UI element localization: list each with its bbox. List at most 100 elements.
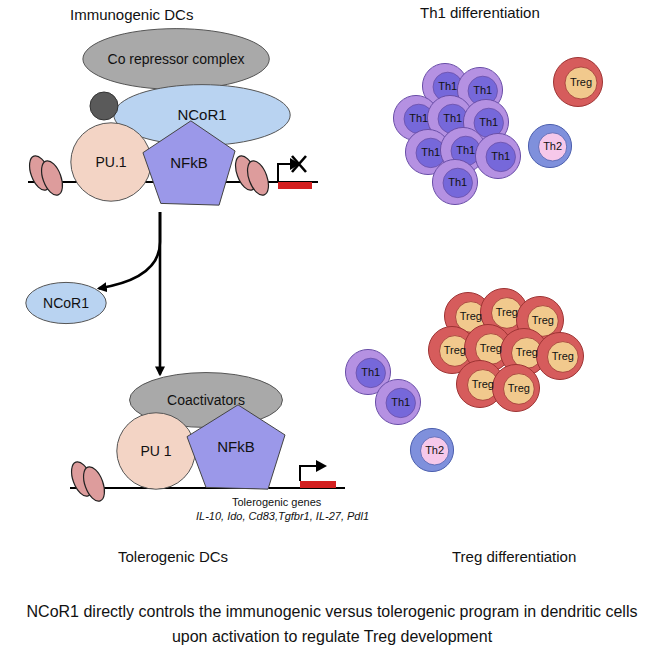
- cell-nucleus: [421, 437, 449, 465]
- panel-title: Immunogenic DCs: [70, 6, 193, 23]
- node-text: Th1: [443, 112, 462, 125]
- cell-nucleus: [539, 133, 567, 161]
- node-label: Coactivators: [167, 392, 245, 408]
- gene-list: IL-10, Ido, Cd83,Tgfbr1, IL-27, Pdl1: [196, 510, 369, 522]
- t-cell: Th1: [432, 159, 478, 205]
- corepressor-complex: Co repressor complex: [81, 28, 271, 90]
- node-text: Treg: [552, 350, 574, 363]
- pentagon-shape: [187, 405, 285, 489]
- node-text: Co repressor complex: [108, 51, 245, 67]
- node-text: Th1: [391, 396, 410, 409]
- t-cell: Treg: [492, 364, 540, 412]
- node-text: Th1: [491, 150, 510, 163]
- cell-nucleus: [443, 168, 472, 197]
- cell-body: [375, 379, 420, 424]
- node-text: NCoR1: [43, 295, 89, 311]
- cell-body: [528, 124, 571, 167]
- node-text: Treg: [480, 342, 502, 355]
- t-cell: Treg: [536, 332, 584, 380]
- node-label: Th1: [409, 112, 428, 125]
- node-label: Th1: [491, 150, 510, 163]
- node-label: Treg: [480, 342, 502, 355]
- figure-caption: NCoR1 directly controls the immunogenic …: [8, 600, 656, 650]
- cell-body: [475, 133, 520, 178]
- panel-title: Tolerogenic DCs: [118, 548, 228, 565]
- nfkb-factor: NFkB: [186, 404, 286, 490]
- node-text: Treg: [532, 314, 554, 327]
- node-text: Th1: [421, 146, 440, 159]
- nucleosome: [67, 459, 108, 504]
- node-label: PU.1: [95, 154, 126, 170]
- node-label: Th1: [456, 144, 475, 157]
- node-label: NFkB: [217, 438, 255, 455]
- node-label: Th1: [473, 84, 492, 97]
- node-label: Th1: [479, 116, 498, 129]
- node-label: Th1: [443, 112, 462, 125]
- t-cell: Treg: [553, 57, 603, 107]
- node-text: PU 1: [140, 443, 171, 459]
- node-text: Th1: [409, 112, 428, 125]
- node-label: NCoR1: [177, 106, 226, 123]
- tss-arrow: [278, 164, 292, 182]
- promoter: [300, 481, 336, 488]
- cell-nucleus: [565, 67, 597, 99]
- ellipse-shape: [26, 282, 106, 323]
- node-text: Treg: [472, 378, 494, 391]
- t-cell: Th2: [528, 124, 572, 168]
- cell-nucleus: [356, 358, 385, 387]
- node-label: NFkB: [170, 154, 208, 171]
- arrow-connector: [99, 212, 160, 288]
- node-label: NCoR1: [43, 295, 89, 311]
- node-text: NFkB: [217, 438, 255, 455]
- pu1-factor: PU.1: [70, 122, 152, 202]
- t-cell: Th1: [475, 133, 521, 179]
- node-text: Th1: [438, 80, 457, 93]
- pu1-factor: PU 1: [116, 412, 196, 490]
- node-text: Th1: [473, 84, 492, 97]
- ncor1-protein: NCoR1: [25, 282, 107, 324]
- cell-body: [432, 159, 477, 204]
- node-label: Th1: [391, 396, 410, 409]
- node-text: Treg: [516, 346, 538, 359]
- ellipse-shape: [83, 29, 269, 90]
- node-label: Th1: [361, 366, 380, 379]
- node-text: Th1: [456, 144, 475, 157]
- cell-body: [554, 58, 603, 107]
- cell-body: [410, 428, 453, 471]
- node-text: Coactivators: [167, 392, 245, 408]
- node-label: Treg: [460, 310, 482, 323]
- node-label: Treg: [472, 378, 494, 391]
- node-label: Treg: [570, 76, 592, 89]
- corepressor-subunit: [90, 92, 118, 120]
- node-label: Treg: [552, 350, 574, 363]
- node-text: PU.1: [95, 154, 126, 170]
- panel-title: Treg differentiation: [452, 548, 576, 565]
- node-label: Treg: [508, 382, 530, 395]
- node-text: Treg: [460, 310, 482, 323]
- node-text: Treg: [570, 76, 592, 89]
- pentagon-shape: [143, 121, 235, 205]
- t-cell: Th1: [375, 379, 421, 425]
- cell-nucleus: [386, 388, 415, 417]
- panel-title: Th1 differentiation: [420, 4, 540, 21]
- cell-body: [536, 332, 583, 379]
- cell-nucleus: [504, 374, 535, 405]
- node-label: Treg: [444, 344, 466, 357]
- cell-nucleus: [548, 342, 579, 373]
- gene-heading: Tolerogenic genes: [232, 496, 321, 508]
- node-label: Th2: [543, 140, 562, 153]
- node-text: Th1: [361, 366, 380, 379]
- block-mark: [292, 156, 306, 172]
- node-label: Th2: [425, 444, 444, 457]
- node-text: Treg: [444, 344, 466, 357]
- tss-arrow: [300, 466, 318, 481]
- node-text: Treg: [496, 306, 518, 319]
- nfkb-factor: NFkB: [142, 120, 236, 206]
- node-text: Th1: [448, 176, 467, 189]
- t-cell: Th2: [410, 428, 454, 472]
- node-label: Treg: [496, 306, 518, 319]
- node-label: Treg: [516, 346, 538, 359]
- node-text: Treg: [508, 382, 530, 395]
